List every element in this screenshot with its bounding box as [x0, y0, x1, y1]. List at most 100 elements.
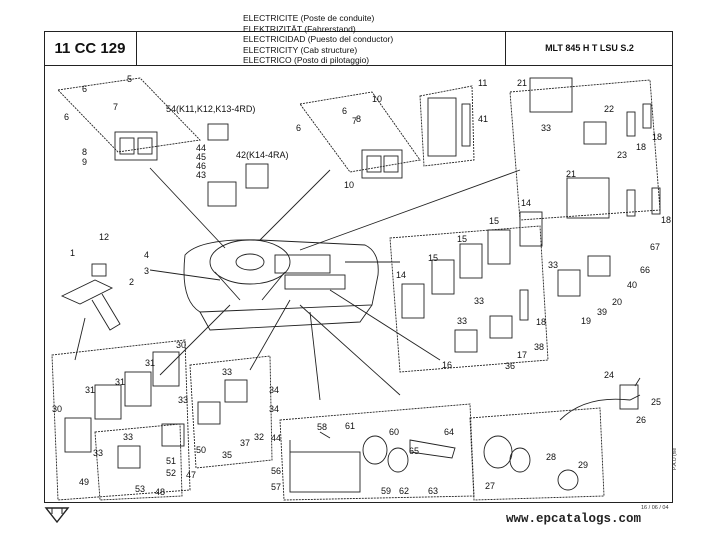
callout-27: 27: [485, 481, 495, 491]
section-titles: ELECTRICITE (Poste de conduite) ELEKTRIZ…: [243, 13, 393, 66]
callout-19: 19: [581, 316, 591, 326]
callout-36: 36: [505, 361, 515, 371]
callout-58: 58: [317, 422, 327, 432]
callout-22: 22: [604, 104, 614, 114]
callout-35: 35: [222, 450, 232, 460]
callout-33: 33: [457, 316, 467, 326]
callout-6: 6: [82, 84, 87, 94]
callout-30: 30: [176, 340, 186, 350]
down-arrow-icon[interactable]: [44, 506, 70, 524]
callout-43: 43: [196, 170, 206, 180]
callout-2: 2: [129, 277, 134, 287]
callout-16: 16: [442, 360, 452, 370]
vertical-code: P.A.O (file: [672, 447, 678, 470]
callout-40: 40: [627, 280, 637, 290]
callout-33: 33: [123, 432, 133, 442]
callout-34: 34: [269, 404, 279, 414]
callout-14: 14: [396, 270, 406, 280]
callout-34: 34: [269, 385, 279, 395]
callout-7: 7: [352, 116, 357, 126]
callout-20: 20: [612, 297, 622, 307]
callout-46: 46: [196, 161, 206, 171]
callout-31: 31: [145, 358, 155, 368]
callout-17: 17: [517, 350, 527, 360]
callout-51: 51: [166, 456, 176, 466]
callout-18: 18: [652, 132, 662, 142]
callout-8: 8: [82, 147, 87, 157]
callout-42: 42(K14-4RA): [236, 150, 289, 160]
callout-45: 45: [196, 152, 206, 162]
callout-33: 33: [474, 296, 484, 306]
callout-31: 31: [115, 377, 125, 387]
callout-61: 61: [345, 421, 355, 431]
callout-65: 65: [409, 446, 419, 456]
callout-33: 33: [222, 367, 232, 377]
callout-9: 9: [82, 157, 87, 167]
drawing-frame: [44, 31, 673, 503]
callout-47: 47: [186, 470, 196, 480]
callout-14: 14: [521, 198, 531, 208]
callout-64: 64: [444, 427, 454, 437]
callout-12: 12: [99, 232, 109, 242]
callout-66: 66: [640, 265, 650, 275]
callout-53: 53: [135, 484, 145, 494]
callout-18: 18: [636, 142, 646, 152]
callout-33: 33: [93, 448, 103, 458]
title-en: ELECTRICITY (Cab structure): [243, 44, 358, 55]
callout-59: 59: [381, 486, 391, 496]
callout-26: 26: [636, 415, 646, 425]
callout-38: 38: [534, 342, 544, 352]
callout-41: 41: [478, 114, 488, 124]
callout-33: 33: [548, 260, 558, 270]
title-es: ELECTRICIDAD (Puesto del conductor): [243, 34, 394, 45]
callout-33: 33: [178, 395, 188, 405]
callout-23: 23: [617, 150, 627, 160]
callout-15: 15: [428, 253, 438, 263]
title-it: ELECTRICO (Posto di pilotaggio): [243, 55, 370, 66]
callout-67: 67: [650, 242, 660, 252]
callout-15: 15: [457, 234, 467, 244]
callout-60: 60: [389, 427, 399, 437]
callout-24: 24: [604, 370, 614, 380]
callout-63: 63: [428, 486, 438, 496]
callout-56: 56: [271, 466, 281, 476]
callout-10: 10: [344, 180, 354, 190]
callout-54: 54(K11,K12,K13-4RD): [166, 104, 255, 114]
callout-49: 49: [79, 477, 89, 487]
model-name: MLT 845 H T LSU S.2: [505, 31, 673, 65]
callout-50: 50: [196, 445, 206, 455]
callout-18: 18: [536, 317, 546, 327]
header-divider: [44, 65, 673, 66]
callout-7: 7: [113, 102, 118, 112]
callout-6: 6: [296, 123, 301, 133]
callout-15: 15: [489, 216, 499, 226]
title-de: ELEKTRIZITÄT (Fahrerstand): [243, 23, 356, 34]
callout-11: 11: [478, 78, 487, 88]
callout-44: 44: [196, 143, 206, 153]
callout-21: 21: [566, 169, 576, 179]
callout-18: 18: [661, 215, 671, 225]
callout-44: 44: [271, 433, 281, 443]
callout-29: 29: [578, 460, 588, 470]
callout-3: 3: [144, 266, 149, 276]
page-code: 11 CC 129: [44, 31, 137, 65]
callout-37: 37: [240, 438, 250, 448]
callout-8: 8: [356, 114, 361, 124]
callout-4: 4: [144, 250, 149, 260]
callout-32: 32: [254, 432, 264, 442]
callout-25: 25: [651, 397, 661, 407]
callout-6: 6: [342, 106, 347, 116]
callout-5: 5: [127, 74, 132, 84]
callout-57: 57: [271, 482, 281, 492]
callout-10: 10: [372, 94, 382, 104]
callout-62: 62: [399, 486, 409, 496]
callout-1: 1: [70, 248, 75, 258]
callout-39: 39: [597, 307, 607, 317]
title-fr: ELECTRICITE (Poste de conduite): [243, 13, 375, 23]
callout-52: 52: [166, 468, 176, 478]
revision-date: 16 / 06 / 04: [641, 505, 669, 511]
website-watermark[interactable]: www.epcatalogs.com: [506, 512, 642, 526]
callout-31: 31: [85, 385, 95, 395]
callout-21: 21: [517, 78, 527, 88]
